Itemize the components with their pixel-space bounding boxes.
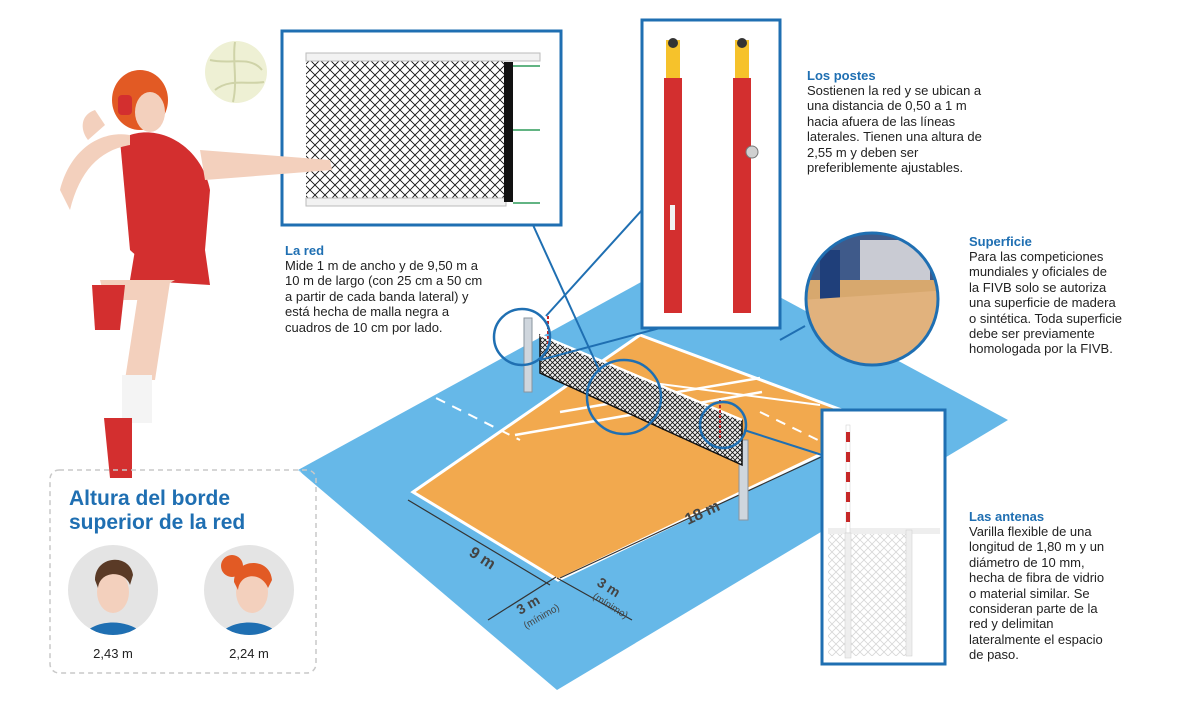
antenna-inset-net-band [828, 528, 940, 534]
net-inset-mesh [306, 58, 506, 198]
connector-surface [779, 325, 806, 341]
surface-circle-frame [804, 231, 940, 367]
court-post-left [523, 317, 533, 393]
post-right-illustration [733, 38, 759, 313]
antennas-title: Las antenas [969, 509, 1045, 524]
antenna-inset-side-band [905, 529, 913, 657]
player-illustration [60, 70, 332, 478]
connector-antenna [743, 429, 823, 456]
posts-title: Los postes [807, 68, 876, 83]
men-avatar [78, 559, 150, 635]
post-left-illustration [664, 38, 682, 313]
women-height-value: 2,24 m [229, 646, 269, 661]
antenna-rod-illustration [844, 424, 852, 659]
net-title: La red [285, 243, 325, 258]
callout-circle-antenna [698, 400, 748, 450]
dashed-line-left [419, 389, 521, 441]
posts-text-block: Los postes Sostienen la red y se ubican … [807, 68, 1022, 175]
callout-circle-net [585, 358, 663, 436]
connector-post-1 [545, 209, 643, 317]
dim-free-zone-1-line [487, 576, 557, 621]
antenna-inset-net [828, 528, 910, 656]
volleyball [205, 41, 267, 103]
net-inset-side-band [504, 62, 513, 202]
posts-inset-frame [640, 18, 782, 330]
dim-width-line [407, 499, 551, 586]
net-inset-bottom-band [305, 197, 507, 207]
net-height-title: Altura del borde superior de la red [69, 487, 246, 534]
callout-circle-post [492, 307, 552, 367]
net-inset-top-band [305, 52, 541, 62]
surface-title: Superficie [969, 234, 1032, 249]
connector-post-2 [539, 327, 661, 361]
free-zone-highlight [265, 470, 315, 510]
dim-free-zone-2-line [556, 577, 633, 621]
court-post-right [738, 439, 749, 521]
volleyball-seams [209, 41, 265, 103]
net-height-panel [49, 469, 317, 674]
women-avatar [214, 555, 286, 635]
surface-photo [806, 233, 938, 365]
men-height-value: 2,43 m [93, 646, 133, 661]
